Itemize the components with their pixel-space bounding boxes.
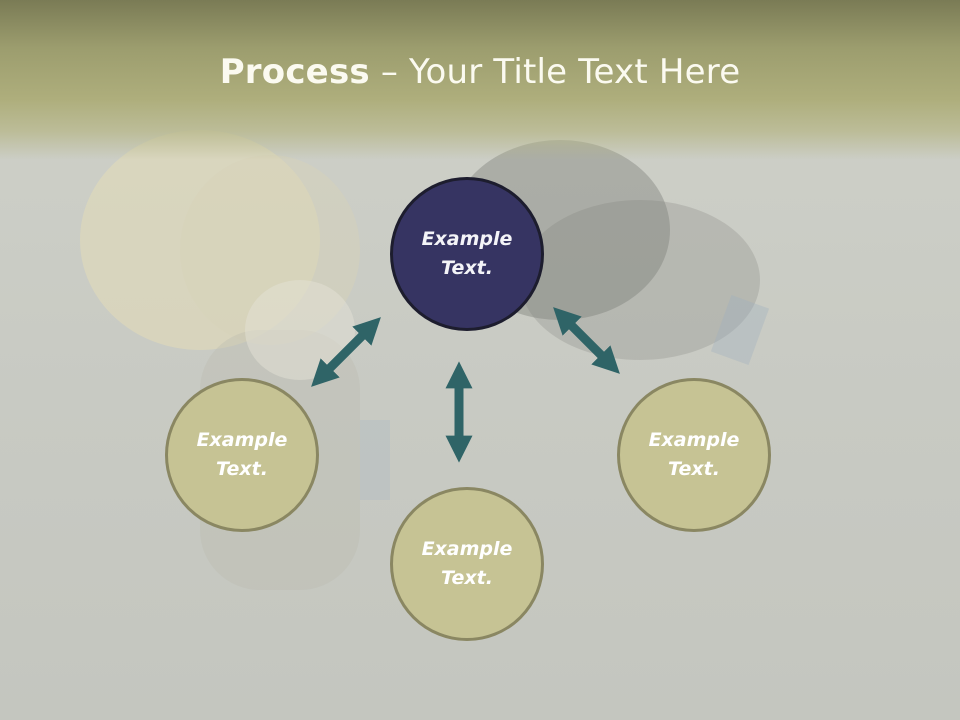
node-bottom-line1: Example xyxy=(421,538,513,560)
node-right-line2: Text. xyxy=(668,458,720,480)
node-right-line1: Example xyxy=(648,429,740,451)
node-bottom: Example Text. xyxy=(390,487,544,641)
title-band xyxy=(0,0,960,160)
node-left-line1: Example xyxy=(196,429,288,451)
arrow-right xyxy=(553,307,620,374)
node-left: Example Text. xyxy=(165,378,319,532)
slide-title: Process – Your Title Text Here xyxy=(0,52,960,92)
arrow-left xyxy=(311,317,381,387)
title-rest: – Your Title Text Here xyxy=(369,52,741,92)
node-center-line2: Text. xyxy=(441,257,493,279)
node-center-line1: Example xyxy=(421,228,513,250)
node-right: Example Text. xyxy=(617,378,771,532)
title-strong: Process xyxy=(219,52,370,92)
node-left-line2: Text. xyxy=(216,458,268,480)
node-bottom-line2: Text. xyxy=(441,567,493,589)
node-center: Example Text. xyxy=(390,177,544,331)
